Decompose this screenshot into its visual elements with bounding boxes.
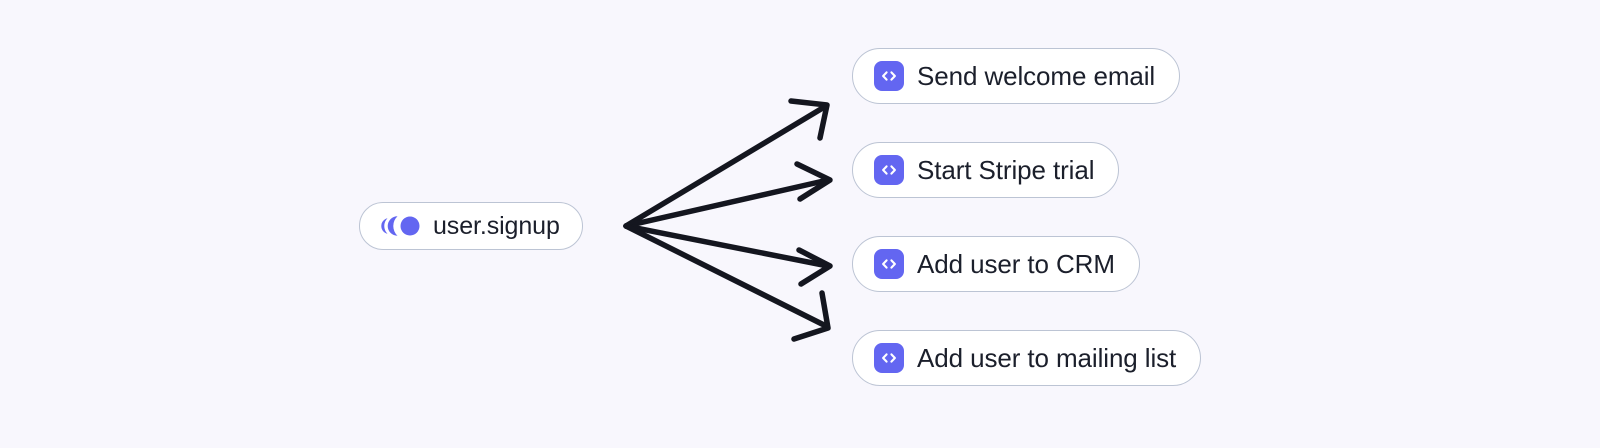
action-node-start-stripe-trial[interactable]: Start Stripe trial	[852, 142, 1120, 198]
action-node-send-welcome-email[interactable]: Send welcome email	[852, 48, 1181, 104]
action-node-label: Add user to CRM	[917, 249, 1115, 279]
code-icon	[874, 343, 904, 373]
code-icon	[874, 155, 904, 185]
edge-to-start-stripe-trial	[623, 161, 833, 229]
action-node-label: Send welcome email	[917, 61, 1156, 91]
action-node-label: Start Stripe trial	[917, 155, 1095, 185]
action-node-label: Add user to mailing list	[917, 343, 1177, 373]
source-node-user-signup[interactable]: user.signup	[359, 202, 583, 250]
edge-to-add-user-to-mailing-list	[623, 223, 831, 342]
action-node-add-user-to-mailing-list[interactable]: Add user to mailing list	[852, 330, 1202, 386]
edge-to-send-welcome-email	[623, 98, 830, 229]
code-icon	[874, 249, 904, 279]
source-node-label: user.signup	[433, 211, 560, 240]
edge-to-add-user-to-crm	[623, 223, 833, 287]
broadcast-icon	[380, 214, 420, 238]
action-node-add-user-to-crm[interactable]: Add user to CRM	[852, 236, 1140, 292]
code-icon	[874, 61, 904, 91]
